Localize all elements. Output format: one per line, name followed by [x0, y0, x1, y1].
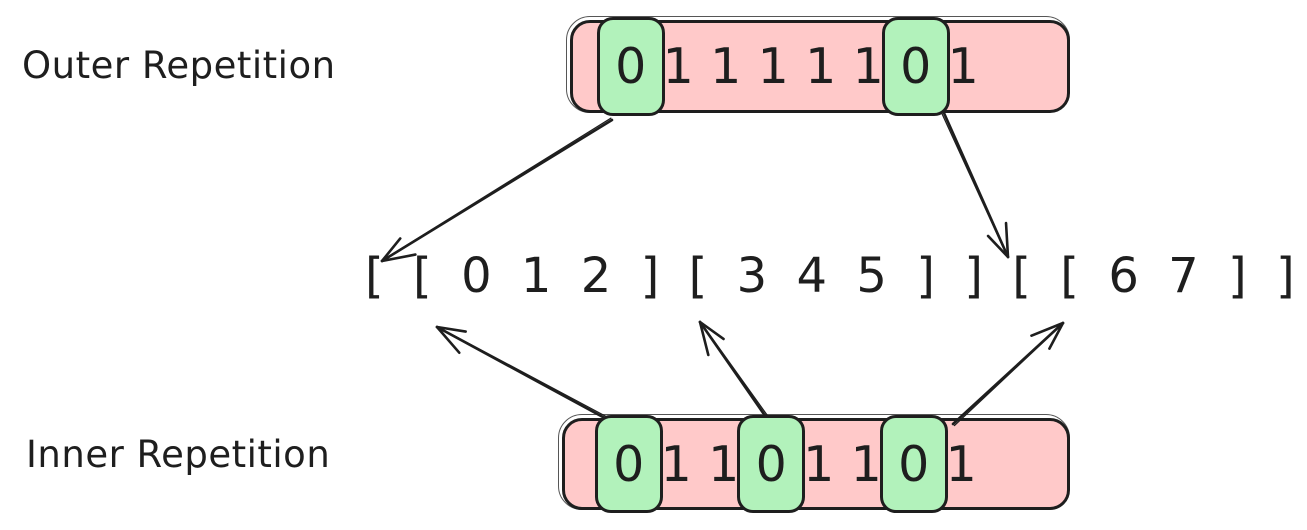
bit-highlight	[879, 415, 948, 513]
bit-cell: 0	[737, 415, 806, 513]
arrow-inner-to-group-012	[435, 325, 614, 424]
arrow-outer-to-first-group	[380, 117, 614, 263]
arrow-outer-to-second-group	[941, 111, 1010, 259]
expression-token: ]	[1228, 248, 1247, 304]
bit-highlight	[881, 17, 950, 116]
bit-value: 0	[900, 38, 932, 95]
bit-cell: 1	[843, 421, 891, 507]
bit-value: 0	[615, 38, 647, 95]
bit-cell: 0	[881, 17, 950, 116]
bit-cell: 0	[879, 415, 948, 513]
expression-token: [	[1060, 248, 1080, 304]
bit-value: 1	[852, 38, 884, 95]
bit-value: 1	[947, 38, 979, 95]
bit-value: 1	[945, 435, 977, 493]
expression-token: ]	[964, 248, 983, 304]
bit-value: 1	[662, 38, 694, 95]
bit-cell: 1	[655, 23, 703, 110]
bit-value: 1	[757, 38, 789, 95]
expression-token: [	[688, 248, 708, 304]
expression-token: [	[1012, 248, 1031, 304]
bit-cell: 0	[596, 17, 665, 116]
bit-value: 1	[803, 435, 835, 493]
arrow-inner-to-group-67	[951, 321, 1065, 427]
bit-highlight	[737, 415, 806, 513]
expression-token: 0	[461, 248, 492, 304]
expression-token: 7	[1168, 248, 1199, 304]
bit-cell: 1	[938, 421, 986, 507]
bit-highlight	[596, 17, 665, 116]
bit-value: 1	[805, 38, 837, 95]
expression-token: 6	[1108, 248, 1139, 304]
bit-highlight	[594, 415, 663, 513]
expression-token: ]	[1276, 248, 1295, 304]
arrow-inner-to-group-345	[698, 320, 771, 422]
bit-cell: 1	[797, 23, 845, 110]
bit-value: 0	[613, 435, 645, 493]
bit-cell: 1	[702, 23, 750, 110]
bit-value: 0	[755, 435, 787, 493]
bit-value: 1	[660, 435, 692, 493]
expression-token: 4	[796, 248, 828, 304]
bit-cell: 1	[700, 421, 748, 507]
bit-cell: 1	[845, 23, 893, 110]
expression-token: 3	[736, 248, 768, 304]
bit-value: 0	[898, 435, 930, 493]
inner-repetition-label: Inner Repetition	[26, 433, 331, 476]
bit-cell: 0	[594, 415, 663, 513]
expression-token: 1	[520, 248, 552, 304]
bit-cell: 1	[750, 23, 798, 110]
expression-token: ]	[640, 248, 660, 304]
expression-token: [	[365, 248, 384, 304]
expression-token: ]	[916, 248, 935, 304]
bit-cell: 1	[940, 23, 988, 110]
bit-value: 1	[708, 435, 740, 493]
bit-cell: 1	[795, 421, 843, 507]
expression-token: 5	[856, 248, 887, 304]
bit-value: 1	[710, 38, 742, 95]
bit-value: 1	[850, 435, 882, 493]
outer-repetition-label: Outer Repetition	[22, 44, 336, 87]
expression-token: 2	[580, 248, 612, 304]
bit-cell: 1	[653, 421, 701, 507]
expression-token: [	[413, 248, 432, 304]
